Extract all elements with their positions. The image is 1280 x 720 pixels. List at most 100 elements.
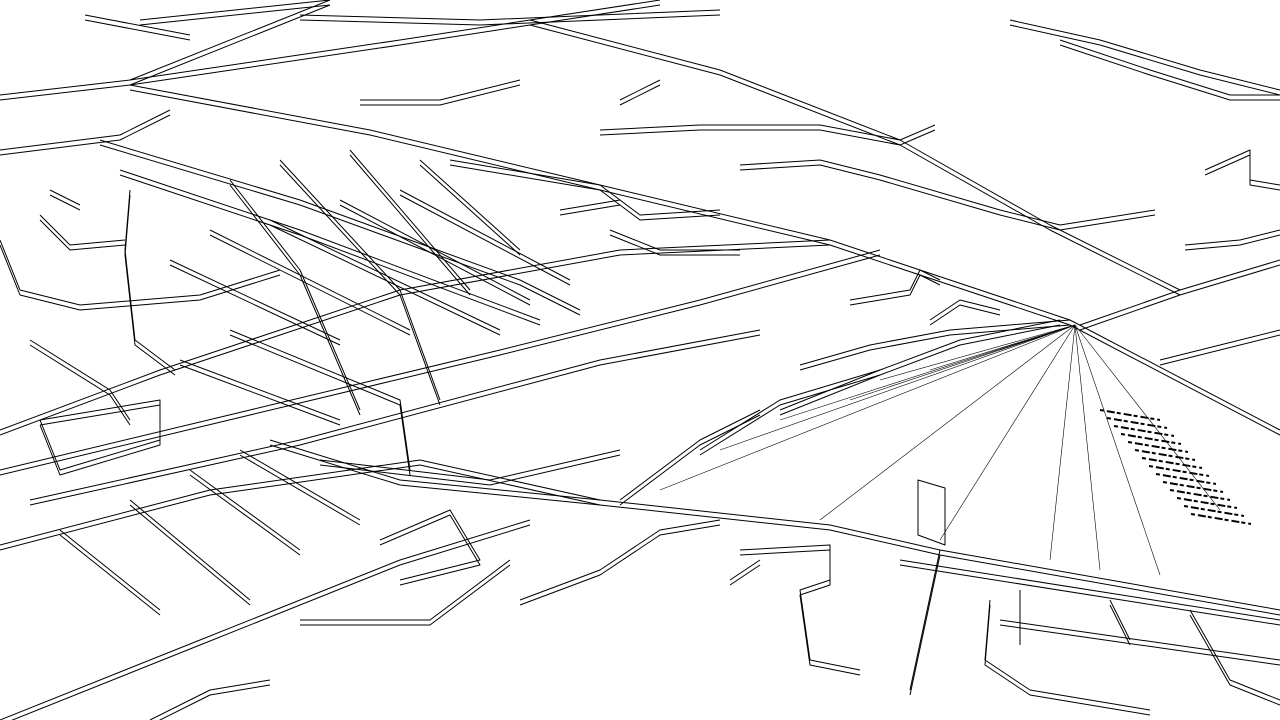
road-segment bbox=[1079, 259, 1280, 326]
road-segment bbox=[269, 219, 501, 331]
road-edge bbox=[899, 564, 1280, 626]
rail-car-row bbox=[1106, 417, 1168, 429]
road-edge bbox=[0, 464, 601, 551]
road-segment bbox=[999, 619, 1280, 661]
road-segment bbox=[59, 529, 161, 611]
road-edge bbox=[449, 164, 721, 221]
road-segment bbox=[39, 214, 126, 246]
road-edge bbox=[49, 194, 81, 211]
road-segment bbox=[360, 79, 521, 101]
road-segment bbox=[419, 159, 521, 251]
road-segment bbox=[119, 169, 541, 321]
road-segment bbox=[1184, 229, 1280, 246]
road-edge bbox=[339, 204, 531, 306]
road-edge bbox=[559, 204, 621, 216]
road-edge bbox=[129, 4, 661, 86]
road-edge bbox=[189, 474, 301, 556]
road-edge bbox=[0, 114, 171, 156]
rail-track bbox=[719, 324, 1076, 451]
road-edge bbox=[269, 224, 501, 336]
rail-track bbox=[1049, 324, 1076, 561]
road-edge bbox=[999, 624, 1280, 666]
rail-track bbox=[1074, 324, 1101, 571]
road-segment bbox=[179, 359, 341, 421]
road-edge bbox=[699, 374, 881, 456]
road-segment bbox=[619, 409, 761, 501]
road-segment bbox=[984, 599, 1151, 711]
rail-car-row bbox=[1134, 449, 1196, 461]
road-segment bbox=[29, 329, 761, 501]
road-edge bbox=[619, 414, 761, 506]
road-edge bbox=[39, 219, 126, 251]
road-edge bbox=[849, 274, 941, 306]
road-edge bbox=[119, 174, 541, 326]
road-edge bbox=[179, 364, 341, 426]
rail-car-row bbox=[1127, 441, 1189, 453]
rail-car-row bbox=[1113, 425, 1175, 437]
road-segment bbox=[169, 259, 341, 341]
road-edge bbox=[729, 564, 761, 586]
road-edge bbox=[99, 144, 581, 316]
road-edge bbox=[1204, 154, 1280, 191]
road-segment bbox=[0, 0, 331, 96]
road-edge bbox=[399, 194, 571, 286]
rail-yard-layer bbox=[659, 324, 1252, 576]
road-segment bbox=[559, 199, 621, 211]
road-segment bbox=[909, 549, 941, 691]
road-edge bbox=[1009, 24, 1280, 96]
road-edge bbox=[1109, 604, 1131, 646]
road-segment bbox=[300, 559, 511, 621]
road-segment bbox=[49, 189, 81, 206]
road-edge bbox=[1059, 44, 1280, 101]
road-edge bbox=[739, 164, 1156, 231]
road-edge bbox=[59, 534, 161, 616]
rail-track bbox=[819, 324, 1076, 521]
road-segment bbox=[0, 109, 171, 151]
road-edge bbox=[929, 304, 1001, 326]
road-edge bbox=[279, 164, 441, 406]
road-edge bbox=[229, 334, 411, 476]
road-segment bbox=[599, 124, 936, 141]
road-edge bbox=[0, 4, 331, 101]
road-segment bbox=[129, 0, 661, 81]
road-edge bbox=[779, 324, 1061, 416]
road-edge bbox=[29, 344, 131, 426]
road-segment bbox=[239, 449, 361, 521]
road-edge bbox=[129, 504, 251, 606]
road-segment bbox=[339, 199, 531, 301]
rail-car-row bbox=[1190, 513, 1252, 525]
road-segment bbox=[84, 14, 191, 36]
road-edge bbox=[909, 554, 941, 696]
rail-car-row bbox=[1120, 433, 1182, 445]
rail-track bbox=[929, 324, 1076, 371]
road-segment bbox=[849, 269, 941, 301]
road-segment bbox=[129, 84, 1280, 431]
building-block bbox=[917, 479, 946, 546]
road-segment bbox=[29, 339, 131, 421]
road-segment bbox=[739, 159, 1156, 226]
road-edge bbox=[984, 604, 1151, 716]
road-edge bbox=[1184, 234, 1280, 251]
road-edge bbox=[39, 404, 161, 476]
road-segment bbox=[269, 439, 1280, 611]
road-edge bbox=[799, 324, 1071, 371]
road-segment bbox=[799, 319, 1071, 366]
road-edge bbox=[300, 564, 511, 626]
road-segment bbox=[1109, 599, 1131, 641]
road-segment bbox=[1059, 39, 1280, 96]
road-segment bbox=[124, 189, 176, 371]
rail-car-row bbox=[1176, 497, 1238, 509]
road-segment bbox=[129, 499, 251, 601]
road-segment bbox=[929, 299, 1001, 321]
rail-car-row bbox=[1155, 473, 1217, 485]
rail-track bbox=[879, 324, 1076, 381]
rail-car-row bbox=[1099, 409, 1161, 421]
road-segment bbox=[229, 329, 411, 471]
road-edge bbox=[319, 454, 621, 486]
road-segment bbox=[1159, 329, 1280, 361]
road-segment bbox=[1189, 609, 1280, 701]
road-segment bbox=[229, 179, 361, 411]
rail-track bbox=[779, 324, 1076, 421]
rail-track bbox=[1074, 324, 1161, 576]
